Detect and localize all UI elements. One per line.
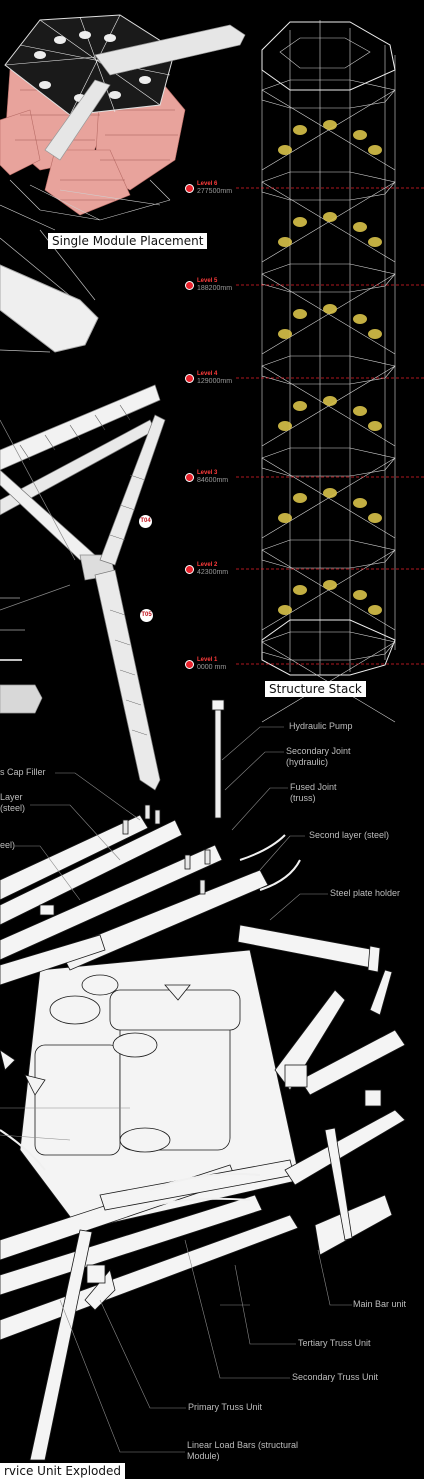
annotation-layer-steel: Layer (steel)	[0, 792, 26, 813]
annotation-secondary-joint: Secondary Joint (hydraulic)	[286, 746, 351, 767]
annotation-steel-plate-holder: Steel plate holder	[330, 888, 401, 898]
annotation-steel-fragment: eel)	[0, 840, 16, 850]
tag-t05: T05	[140, 609, 153, 622]
tower-brace	[261, 549, 396, 631]
annotation-cap-filler: s Cap Filler	[0, 767, 46, 777]
tower-module	[353, 314, 367, 324]
annotation-tertiary-truss: Tertiary Truss Unit	[298, 1338, 371, 1348]
level-height: 0000 mm	[197, 664, 227, 671]
tower-module	[323, 488, 337, 498]
annotation-leaders	[0, 726, 352, 1453]
level-height: 129000mm	[197, 378, 233, 385]
tripod-truss-drawing	[0, 384, 166, 791]
level-marker-dot	[185, 660, 194, 669]
level-name: Level 3	[197, 470, 218, 476]
level-height: 188200mm	[197, 285, 233, 292]
tower-module	[293, 125, 307, 135]
single-module-caption: Single Module Placement	[48, 233, 208, 249]
tower-module	[353, 590, 367, 600]
tower-module	[278, 145, 292, 155]
tower-module	[368, 145, 382, 155]
tower-brace	[261, 365, 396, 447]
tag-t04: T04	[139, 515, 152, 528]
level-name: Level 2	[197, 562, 218, 568]
annotation-hydraulic-pump: Hydraulic Pump	[289, 721, 353, 731]
level-marker-dot	[185, 565, 194, 574]
level-name: Level 1	[197, 657, 218, 663]
tower-module	[293, 493, 307, 503]
tower-module	[323, 396, 337, 406]
level-name: Level 5	[197, 278, 218, 284]
annotation-main-bar-unit: Main Bar unit	[353, 1299, 407, 1309]
tower-module	[278, 329, 292, 339]
tower-floor-ring	[261, 447, 396, 477]
structure-stack-caption: Structure Stack	[265, 681, 366, 697]
tower-module	[278, 513, 292, 523]
level-name: Level 6	[197, 181, 218, 187]
annotation-primary-truss: Primary Truss Unit	[188, 1402, 263, 1412]
single-module-drawing	[0, 14, 246, 353]
tower-module	[323, 304, 337, 314]
tower-module	[368, 513, 382, 523]
tower-module	[353, 130, 367, 140]
tower-module	[368, 329, 382, 339]
annotation-fused-joint: Fused Joint (truss)	[290, 782, 337, 803]
level-height: 277500mm	[197, 188, 233, 195]
structure-stack-drawing	[261, 20, 396, 723]
tower-module	[353, 406, 367, 416]
tower-module	[293, 217, 307, 227]
tower-floor-ring	[261, 539, 396, 569]
tower-module	[293, 585, 307, 595]
tower-module	[323, 212, 337, 222]
exploded-caption: rvice Unit Exploded	[0, 1463, 125, 1479]
level-marker-dot	[185, 473, 194, 482]
tower-brace	[261, 273, 396, 355]
tower-module	[368, 605, 382, 615]
tower-floor-ring	[261, 631, 396, 661]
tower-brace	[261, 89, 396, 171]
tower-module	[368, 421, 382, 431]
tower-module	[293, 309, 307, 319]
annotation-linear-load-bars: Linear Load Bars (structural Module)	[187, 1440, 299, 1461]
tower-module	[323, 120, 337, 130]
level-marker-dot	[185, 281, 194, 290]
tower-module	[278, 421, 292, 431]
tower-module	[368, 237, 382, 247]
tower-floor-ring	[261, 263, 396, 293]
level-marker-dot	[185, 374, 194, 383]
tower-module	[278, 237, 292, 247]
level-height: 42300mm	[197, 569, 229, 576]
tower-brace	[261, 181, 396, 263]
tower-floor-ring	[261, 355, 396, 385]
level-name: Level 4	[197, 371, 218, 377]
level-height: 84600mm	[197, 477, 229, 484]
tower-brace	[261, 457, 396, 539]
tower-module	[353, 498, 367, 508]
tower-module	[293, 401, 307, 411]
level-marker-dot	[185, 184, 194, 193]
tower-module	[278, 605, 292, 615]
annotation-secondary-truss: Secondary Truss Unit	[292, 1372, 379, 1382]
annotation-second-layer: Second layer (steel)	[309, 830, 390, 840]
tower-module	[353, 222, 367, 232]
tower-floor-ring	[261, 171, 396, 201]
service-unit-exploded-drawing	[0, 699, 406, 1461]
tower-module	[323, 580, 337, 590]
tower-floor-ring	[261, 79, 396, 109]
